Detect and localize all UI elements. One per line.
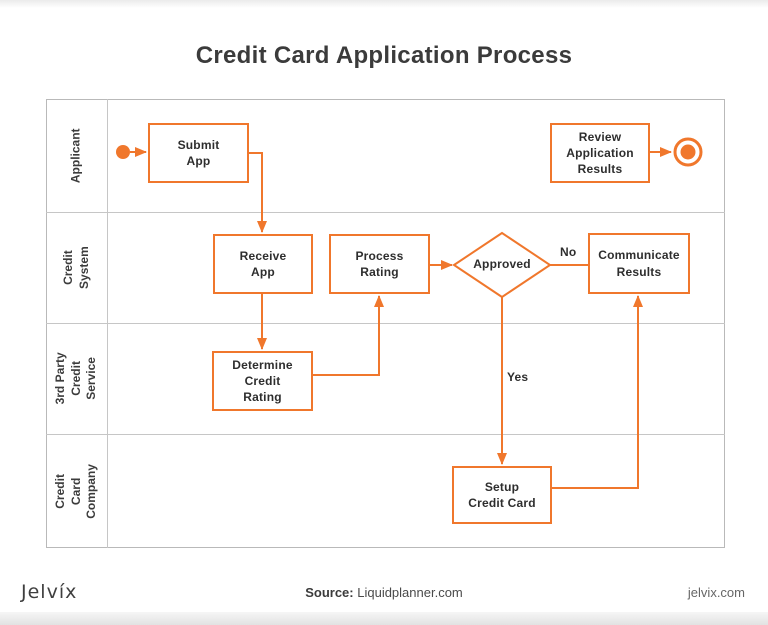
node-communicate-results: Communicate Results <box>588 233 690 294</box>
edge-label-no: No <box>560 245 577 259</box>
lane-divider-3 <box>46 434 725 435</box>
node-setup-credit-card: Setup Credit Card <box>452 466 552 524</box>
node-receive-app: Receive App <box>213 234 313 294</box>
node-review-application-results: Review Application Results <box>550 123 650 183</box>
source-value: Liquidplanner.com <box>353 585 463 600</box>
lane-label-credit-system: Credit System <box>60 246 91 289</box>
lane-credit-system: Credit System <box>46 212 107 323</box>
lane-3rd-party-credit-service: 3rd Party Credit Service <box>46 323 107 434</box>
website-text: jelvix.com <box>687 585 745 600</box>
edge-label-yes: Yes <box>507 370 529 384</box>
lane-divider-2 <box>46 323 725 324</box>
lane-label-credit-card-company: Credit Card Company <box>53 463 99 519</box>
source-text: Source: Liquidplanner.com <box>0 585 768 600</box>
lane-credit-card-company: Credit Card Company <box>46 434 107 548</box>
lane-applicant: Applicant <box>46 99 107 212</box>
lane-divider-1 <box>46 212 725 213</box>
node-process-rating: Process Rating <box>329 234 430 294</box>
lane-label-applicant: Applicant <box>68 128 83 183</box>
lane-label-3rd-party-credit-service: 3rd Party Credit Service <box>53 352 99 405</box>
bottom-band-decoration <box>0 612 768 625</box>
top-fade-decoration <box>0 0 768 8</box>
approved-gateway-label: Approved <box>473 257 531 271</box>
node-determine-credit-rating: Determine Credit Rating <box>212 351 313 411</box>
page-title: Credit Card Application Process <box>195 42 573 69</box>
node-submit-app: Submit App <box>148 123 249 183</box>
jelvix-logo: Jelvíx <box>21 581 78 603</box>
source-label: Source: <box>305 585 354 600</box>
lane-label-column-divider <box>107 99 108 548</box>
